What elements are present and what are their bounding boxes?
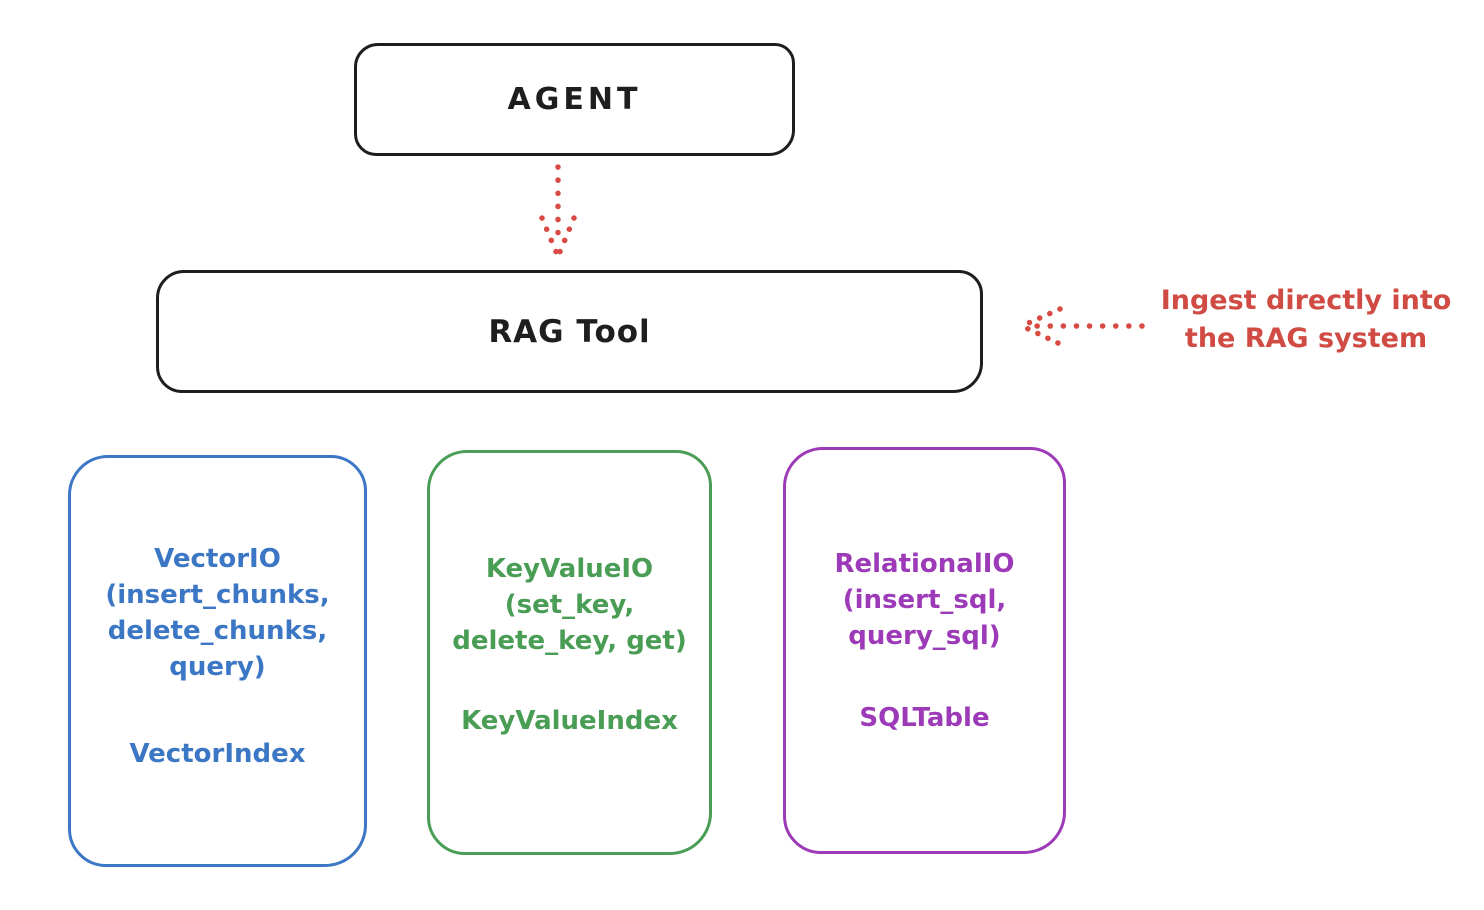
node-keyvalue-io-line: KeyValueIO xyxy=(485,554,654,584)
node-rag-tool: RAG Tool xyxy=(156,270,983,393)
arrow-agent-to-rag-tool-icon xyxy=(539,164,577,257)
node-vector-io-line: VectorIO xyxy=(154,544,281,574)
arrow-wing-top xyxy=(1021,306,1063,328)
node-relational-io-line: RelationalIO xyxy=(834,549,1015,579)
node-vector-io-line: delete_chunks, xyxy=(107,616,328,646)
node-keyvalue-io-line: (set_key, xyxy=(504,590,635,620)
node-relational-io-line: query_sql) xyxy=(848,621,1001,651)
node-rag-tool-label: RAG Tool xyxy=(488,313,651,350)
node-relational-io-line: (insert_sql, xyxy=(842,585,1007,615)
node-relational-io: RelationalIO (insert_sql, query_sql) SQL… xyxy=(783,447,1066,854)
node-vector-io-line: (insert_chunks, xyxy=(105,580,330,610)
node-keyvalue-io-line: delete_key, get) xyxy=(452,626,687,656)
node-relational-io-table-label: SQLTable xyxy=(859,703,990,733)
node-vector-io: VectorIO (insert_chunks, delete_chunks, … xyxy=(68,455,367,867)
node-vector-io-line: query) xyxy=(169,652,266,682)
annotation-ingest: Ingest directly into the RAG system xyxy=(1136,282,1476,358)
node-keyvalue-io-index-label: KeyValueIndex xyxy=(461,706,678,736)
annotation-line: the RAG system xyxy=(1184,323,1428,354)
annotation-line: Ingest directly into xyxy=(1160,285,1452,316)
node-agent-label: AGENT xyxy=(507,82,642,117)
node-keyvalue-io: KeyValueIO (set_key, delete_key, get) Ke… xyxy=(427,450,712,855)
arrow-wing-right xyxy=(556,215,577,257)
node-vector-io-index-label: VectorIndex xyxy=(129,739,306,769)
arrow-wing-left xyxy=(539,215,560,257)
arrow-ingest-to-rag-tool-icon xyxy=(1021,306,1145,346)
node-agent: AGENT xyxy=(354,43,795,156)
arrow-wing-bottom xyxy=(1021,324,1061,346)
